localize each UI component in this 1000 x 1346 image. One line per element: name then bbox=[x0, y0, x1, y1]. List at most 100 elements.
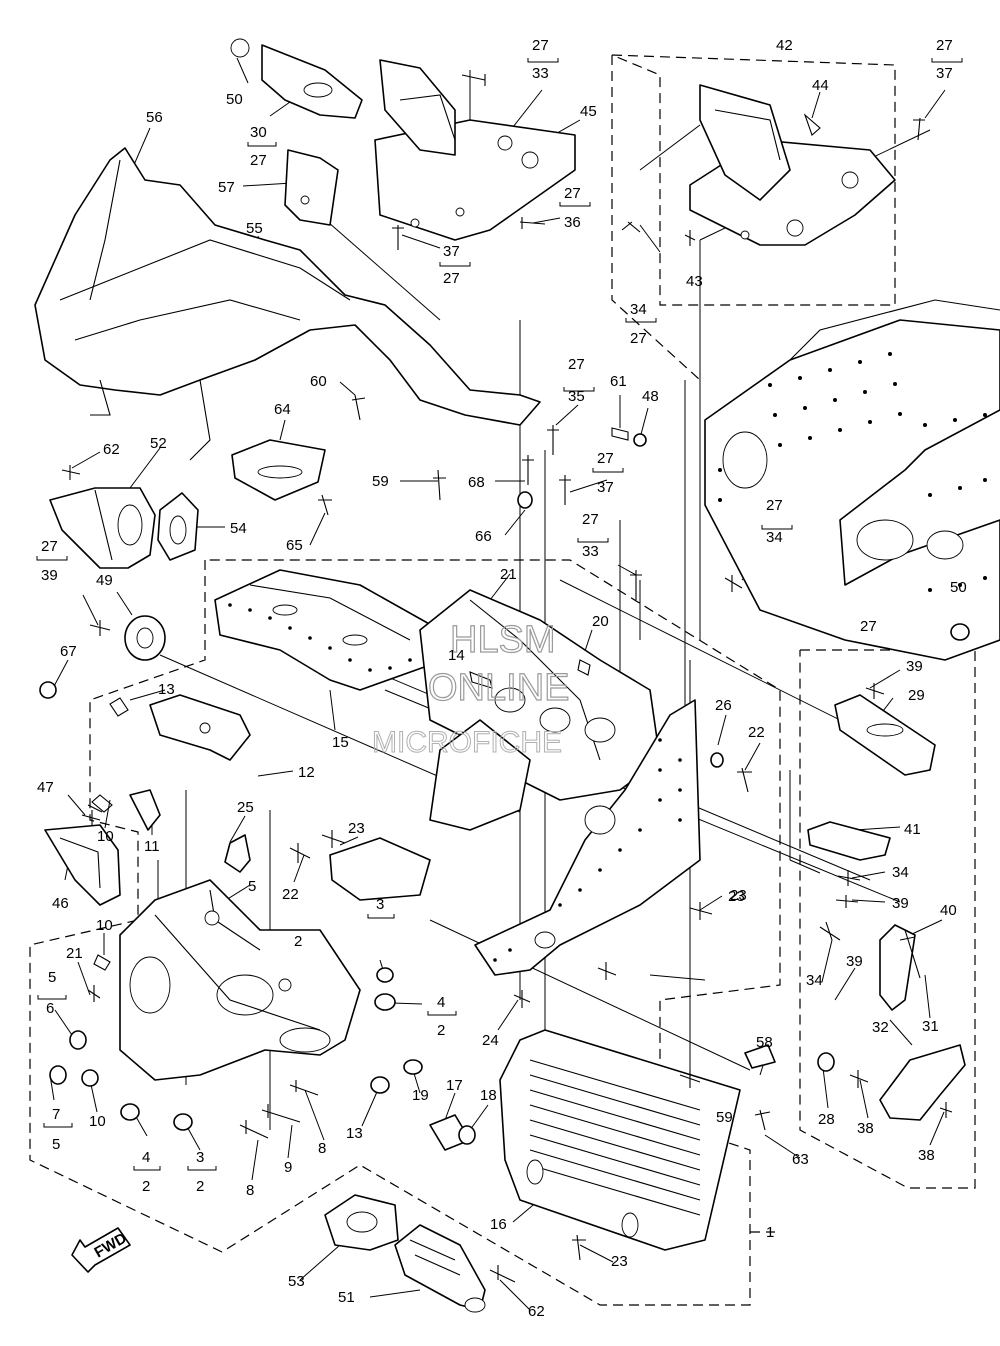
brace-40 bbox=[879, 924, 916, 1011]
steering-column-42 bbox=[689, 84, 896, 246]
callout: 39 bbox=[846, 953, 863, 970]
callout: 3 bbox=[196, 1149, 204, 1166]
callout: 8 bbox=[318, 1140, 326, 1157]
callout: 55 bbox=[246, 220, 263, 237]
clip-25 bbox=[224, 834, 251, 873]
callout: 11 bbox=[144, 838, 160, 855]
callout: 59 bbox=[372, 473, 389, 490]
side-frame-plate bbox=[474, 699, 701, 976]
callout: 57 bbox=[218, 179, 235, 196]
callout: 27 bbox=[532, 37, 549, 54]
watermark: HLSM ONLINE MICROFICHE bbox=[372, 618, 571, 759]
callout: 33 bbox=[582, 543, 599, 560]
callout: 28 bbox=[818, 1111, 835, 1128]
callout: 39 bbox=[41, 567, 58, 584]
callout: 27 bbox=[568, 356, 585, 373]
callout: 21 bbox=[66, 945, 83, 962]
callout: 30 bbox=[250, 124, 267, 141]
callout: 20 bbox=[592, 613, 609, 630]
callout: 43 bbox=[686, 273, 703, 290]
callout: 18 bbox=[480, 1087, 497, 1104]
callout: 44 bbox=[812, 77, 829, 94]
callout: 56 bbox=[146, 109, 163, 126]
callout: 67 bbox=[60, 643, 77, 660]
callout: 49 bbox=[96, 572, 113, 589]
callout: 63 bbox=[792, 1151, 809, 1168]
callout: 37 bbox=[443, 243, 460, 260]
callout: 14 bbox=[448, 647, 465, 664]
callout: 31 bbox=[922, 1018, 939, 1035]
callout: 47 bbox=[37, 779, 54, 796]
bracket-41 bbox=[807, 821, 891, 861]
callout: 3 bbox=[376, 896, 384, 913]
callout: 34 bbox=[806, 972, 823, 989]
callout: 13 bbox=[346, 1125, 363, 1142]
callout: 39 bbox=[906, 658, 923, 675]
callout: 40 bbox=[940, 902, 957, 919]
callout: 61 bbox=[610, 373, 627, 390]
callout: 65 bbox=[286, 537, 303, 554]
callout: 23 bbox=[730, 887, 747, 904]
side-panel-29 bbox=[834, 694, 936, 776]
callout: 53 bbox=[288, 1273, 305, 1290]
callout: 1 bbox=[766, 1224, 774, 1241]
callout: 4 bbox=[437, 994, 445, 1011]
callout: 19 bbox=[412, 1087, 429, 1104]
radiator-heat-exchanger-16 bbox=[499, 1029, 741, 1251]
callout: 10 bbox=[97, 828, 114, 845]
callout: 5 bbox=[52, 1136, 60, 1153]
callout: 27 bbox=[860, 618, 877, 635]
callout: 12 bbox=[298, 764, 315, 781]
callout-labels: 50 30 27 57 56 55 27 33 4 5 27 3 6 37 27 4… bbox=[37, 37, 967, 1320]
callout: 2 bbox=[294, 933, 302, 950]
bracket-57 bbox=[284, 149, 339, 226]
callout: 50 bbox=[226, 91, 243, 108]
callout: 50 bbox=[950, 579, 967, 596]
callout: 10 bbox=[96, 917, 113, 934]
bracket-11 bbox=[129, 789, 161, 831]
callout: 16 bbox=[490, 1216, 507, 1233]
callout: 23 bbox=[348, 820, 365, 837]
callout: 2 bbox=[196, 1178, 204, 1195]
callout: 2 bbox=[437, 1022, 445, 1039]
callout: 22 bbox=[282, 886, 299, 903]
watermark-line3: MICROFICHE bbox=[372, 726, 562, 759]
callout: 6 bbox=[46, 1000, 54, 1017]
callout: 27 bbox=[597, 450, 614, 467]
bracket-53 bbox=[324, 1194, 399, 1251]
callout: 37 bbox=[936, 65, 953, 82]
callout: 39 bbox=[892, 895, 909, 912]
callout: 17 bbox=[446, 1077, 463, 1094]
upper-bracket-30 bbox=[230, 38, 363, 119]
bracket-12 bbox=[149, 694, 251, 761]
callout: 10 bbox=[89, 1113, 106, 1130]
callout: 54 bbox=[230, 520, 247, 537]
callout: 60 bbox=[310, 373, 327, 390]
callout: 29 bbox=[908, 687, 925, 704]
callout: 21 bbox=[500, 566, 517, 583]
callout: 41 bbox=[904, 821, 921, 838]
callout: 32 bbox=[872, 1019, 889, 1036]
callout: 8 bbox=[246, 1182, 254, 1199]
group-box-42 bbox=[611, 54, 896, 306]
watermark-line2: ONLINE bbox=[428, 667, 569, 709]
engine-frame-14 bbox=[329, 589, 661, 901]
fraction-bars bbox=[36, 58, 963, 1171]
callout: 38 bbox=[918, 1147, 935, 1164]
callout: 48 bbox=[642, 388, 659, 405]
deflector-32 bbox=[879, 1044, 966, 1121]
callout: 42 bbox=[776, 37, 793, 54]
callout: 15 bbox=[332, 734, 349, 751]
callout: 27 bbox=[582, 511, 599, 528]
hub-49 bbox=[124, 615, 166, 661]
front-nose-cowl bbox=[34, 147, 541, 461]
callout: 27 bbox=[443, 270, 460, 287]
callout: 27 bbox=[41, 538, 58, 555]
callout: 27 bbox=[766, 497, 783, 514]
group-box-1 bbox=[29, 559, 781, 1306]
cover-54 bbox=[157, 492, 199, 561]
callout: 23 bbox=[611, 1253, 628, 1270]
callout: 2 bbox=[142, 1178, 150, 1195]
callout: 33 bbox=[532, 65, 549, 82]
